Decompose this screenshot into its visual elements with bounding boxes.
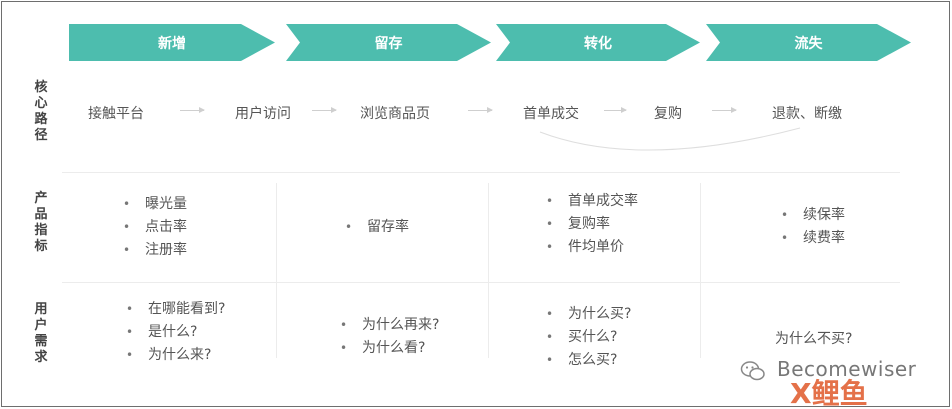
list-item: 续保率 (781, 205, 845, 228)
list-item: 留存率 (345, 217, 409, 240)
watermark-brand: X鲤鱼 (790, 377, 868, 409)
list-item: 是什么? (126, 322, 225, 345)
column-divider-2 (488, 183, 489, 358)
path-step-user-visit: 用户访问 (235, 106, 291, 122)
list-item: 买什么? (546, 327, 631, 350)
stage-retain: 留存 (286, 24, 491, 61)
metrics-churn: 续保率 续费率 (781, 205, 845, 251)
row-label-user-needs: 用户需求 (34, 302, 48, 365)
path-step-first-order: 首单成交 (523, 106, 579, 122)
metrics-convert: 首单成交率 复购率 件均单价 (546, 191, 638, 260)
stage-churn: 流失 (706, 24, 911, 61)
stage-convert: 转化 (496, 24, 700, 61)
row-label-core-path: 核心路径 (34, 80, 48, 143)
path-step-touch-platform: 接触平台 (88, 106, 144, 122)
column-divider-1 (276, 183, 277, 358)
stage-acquire: 新增 (69, 24, 275, 61)
list-item: 在哪能看到? (126, 299, 225, 322)
list-item: 首单成交率 (546, 191, 638, 214)
needs-retain: 为什么再来? 为什么看? (340, 315, 439, 361)
watermark-text: Becomewiser (777, 357, 917, 381)
path-arrow-4 (604, 107, 627, 113)
path-arrow-2 (312, 107, 337, 113)
list-item: 复购率 (546, 214, 638, 237)
list-item: 为什么再来? (340, 315, 439, 338)
path-arrow-3 (468, 107, 493, 113)
list-item: 件均单价 (546, 237, 638, 260)
list-item: 曝光量 (123, 194, 187, 217)
column-divider-3 (700, 183, 701, 358)
list-item: 为什么看? (340, 338, 439, 361)
list-item: 为什么来? (126, 345, 225, 368)
path-arrow-5 (712, 107, 737, 113)
needs-acquire: 在哪能看到? 是什么? 为什么来? (126, 299, 225, 368)
needs-convert: 为什么买? 买什么? 怎么买? (546, 304, 631, 373)
wechat-icon (740, 361, 765, 381)
divider-metrics-needs (62, 282, 900, 283)
list-item: 怎么买? (546, 350, 631, 373)
path-step-refund: 退款、断缴 (772, 106, 842, 122)
path-step-browse-product: 浏览商品页 (360, 106, 430, 122)
list-item: 注册率 (123, 240, 187, 263)
metrics-retain: 留存率 (345, 217, 409, 240)
divider-core-metrics (62, 172, 900, 173)
needs-churn: 为什么不买? (775, 331, 853, 347)
list-item: 为什么买? (546, 304, 631, 327)
row-label-product-metrics: 产品指标 (34, 191, 48, 254)
path-arrow-1 (180, 107, 205, 113)
metrics-acquire: 曝光量 点击率 注册率 (123, 194, 187, 263)
list-item: 点击率 (123, 217, 187, 240)
list-item: 续费率 (781, 228, 845, 251)
path-step-repurchase: 复购 (654, 106, 682, 122)
